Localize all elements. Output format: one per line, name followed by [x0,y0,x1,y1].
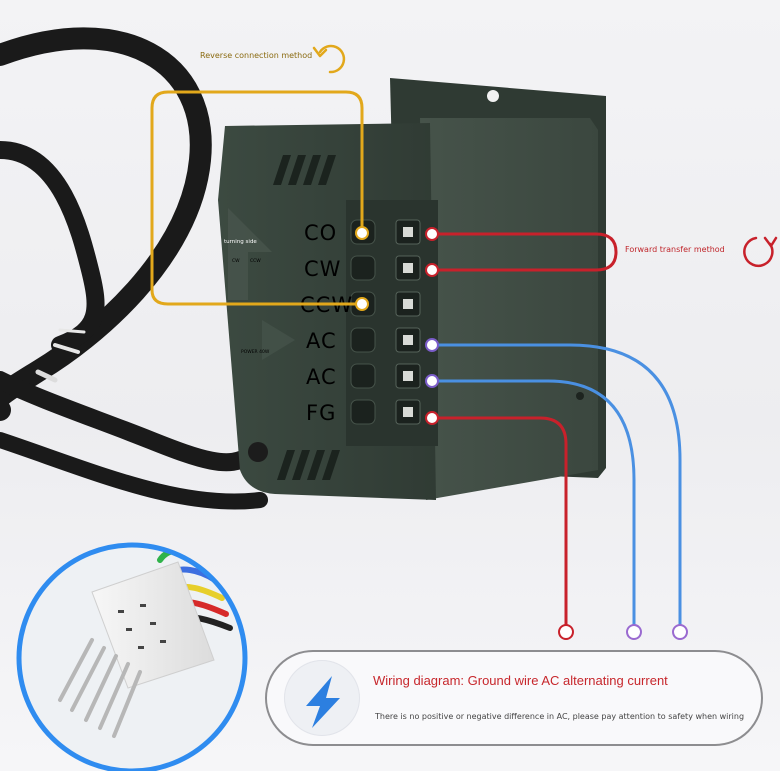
reverse-connection-label: Reverse connection method [200,51,313,60]
forward-transfer-loop [432,232,618,630]
housing-side [420,118,598,500]
blue-point-ac1 [425,338,439,352]
yellow-point-top [355,226,369,240]
reverse-connection-loop [150,90,364,306]
rotate-counterclockwise-icon [312,44,346,74]
yellow-point-bottom [355,297,369,311]
black-cable [0,27,268,510]
terminal-label-5: FG [306,401,336,425]
card-title: Wiring diagram: Ground wire AC alternati… [373,673,668,688]
blue-end-point-2 [672,624,688,640]
lightning-icon-badge [306,676,340,728]
small-cw-text: CW [232,258,240,264]
terminal-labels: CO CW CCW AC AC FG [300,221,352,425]
card-note: There is no positive or negative differe… [375,712,745,721]
stripped-wires [35,328,86,383]
red-point-cw [425,227,439,241]
small-power-text: POWER 40W [241,349,270,355]
terminal-label-3: AC [306,329,337,353]
ac-wires [432,343,682,628]
turning-side-label: turning side [224,239,257,245]
small-ccw-text: CCW [250,258,261,264]
terminal-label-4: AC [306,365,337,389]
red-point-fg [425,411,439,425]
side-screw [576,392,584,400]
connector-closeup [16,542,248,771]
red-point-co [425,263,439,277]
red-end-point [558,624,574,640]
blue-end-point-1 [626,624,642,640]
forward-transfer-label: Forward transfer method [625,245,725,254]
terminal-label-0: CO [304,221,337,245]
blue-point-ac2 [425,374,439,388]
terminal-block [346,200,438,446]
terminal-label-1: CW [304,257,341,281]
rotate-clockwise-icon [743,236,778,268]
